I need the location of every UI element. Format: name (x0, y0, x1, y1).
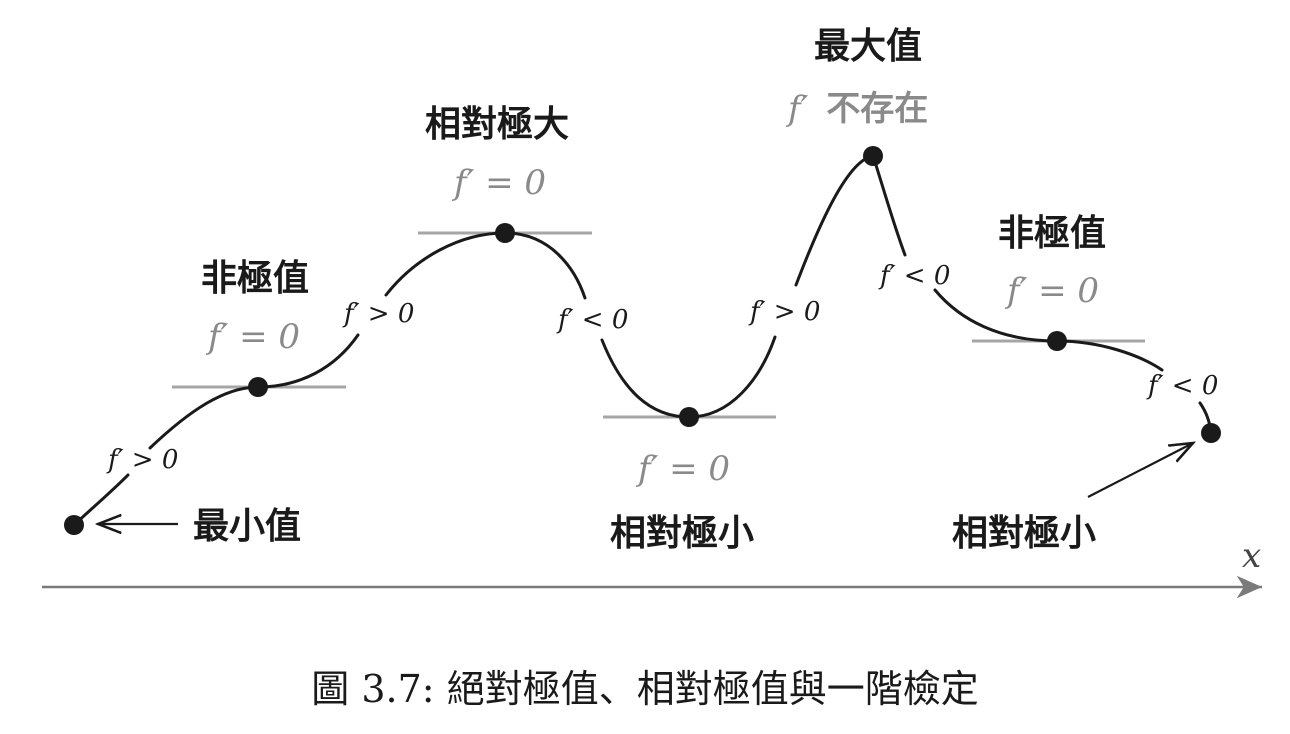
curve-seg-3 (384, 231, 587, 300)
slope-label-6: f′ < 0 (1146, 371, 1218, 401)
figure-caption: 圖 3.7: 絕對極值、相對極值與一階檢定 (311, 667, 978, 711)
slope-label-3: f′ < 0 (556, 305, 628, 335)
slope-label-1: f′ > 0 (106, 445, 178, 475)
slope-label-2: f′ > 0 (342, 299, 414, 329)
label-local-min: 相對極小 (610, 513, 754, 554)
label-inflection1: 非極值 (201, 258, 309, 299)
point-local-min (679, 407, 699, 427)
point-global-max (863, 146, 883, 166)
deriv-global-max: f′ 不存在 (785, 89, 928, 129)
label-min: 最小值 (193, 506, 301, 547)
slope-label-4: f′ > 0 (748, 297, 820, 327)
point-min (64, 515, 84, 535)
deriv-global-max-prefix: f′ (785, 89, 809, 129)
point-inflection1 (248, 377, 268, 397)
deriv-inflection1: f′ = 0 (205, 317, 300, 357)
curve-seg-4 (600, 335, 777, 419)
label-local-max: 相對極大 (425, 104, 569, 145)
point-local-max (495, 223, 515, 243)
point-end (1201, 423, 1221, 443)
deriv-global-max-suffix: 不存在 (826, 89, 928, 129)
label-end-local-min: 相對極小 (952, 513, 1096, 554)
label-inflection2: 非極值 (998, 213, 1106, 254)
point-inflection2 (1047, 331, 1067, 351)
deriv-local-max: f′ = 0 (451, 163, 546, 203)
deriv-local-min: f′ = 0 (635, 449, 730, 489)
arrow-to-end (1087, 443, 1193, 498)
slope-label-5: f′ < 0 (878, 261, 950, 291)
label-global-max: 最大值 (814, 26, 922, 67)
curve-seg-1 (72, 473, 130, 527)
x-axis-label: x (1242, 536, 1261, 576)
deriv-inflection2: f′ = 0 (1004, 271, 1099, 311)
